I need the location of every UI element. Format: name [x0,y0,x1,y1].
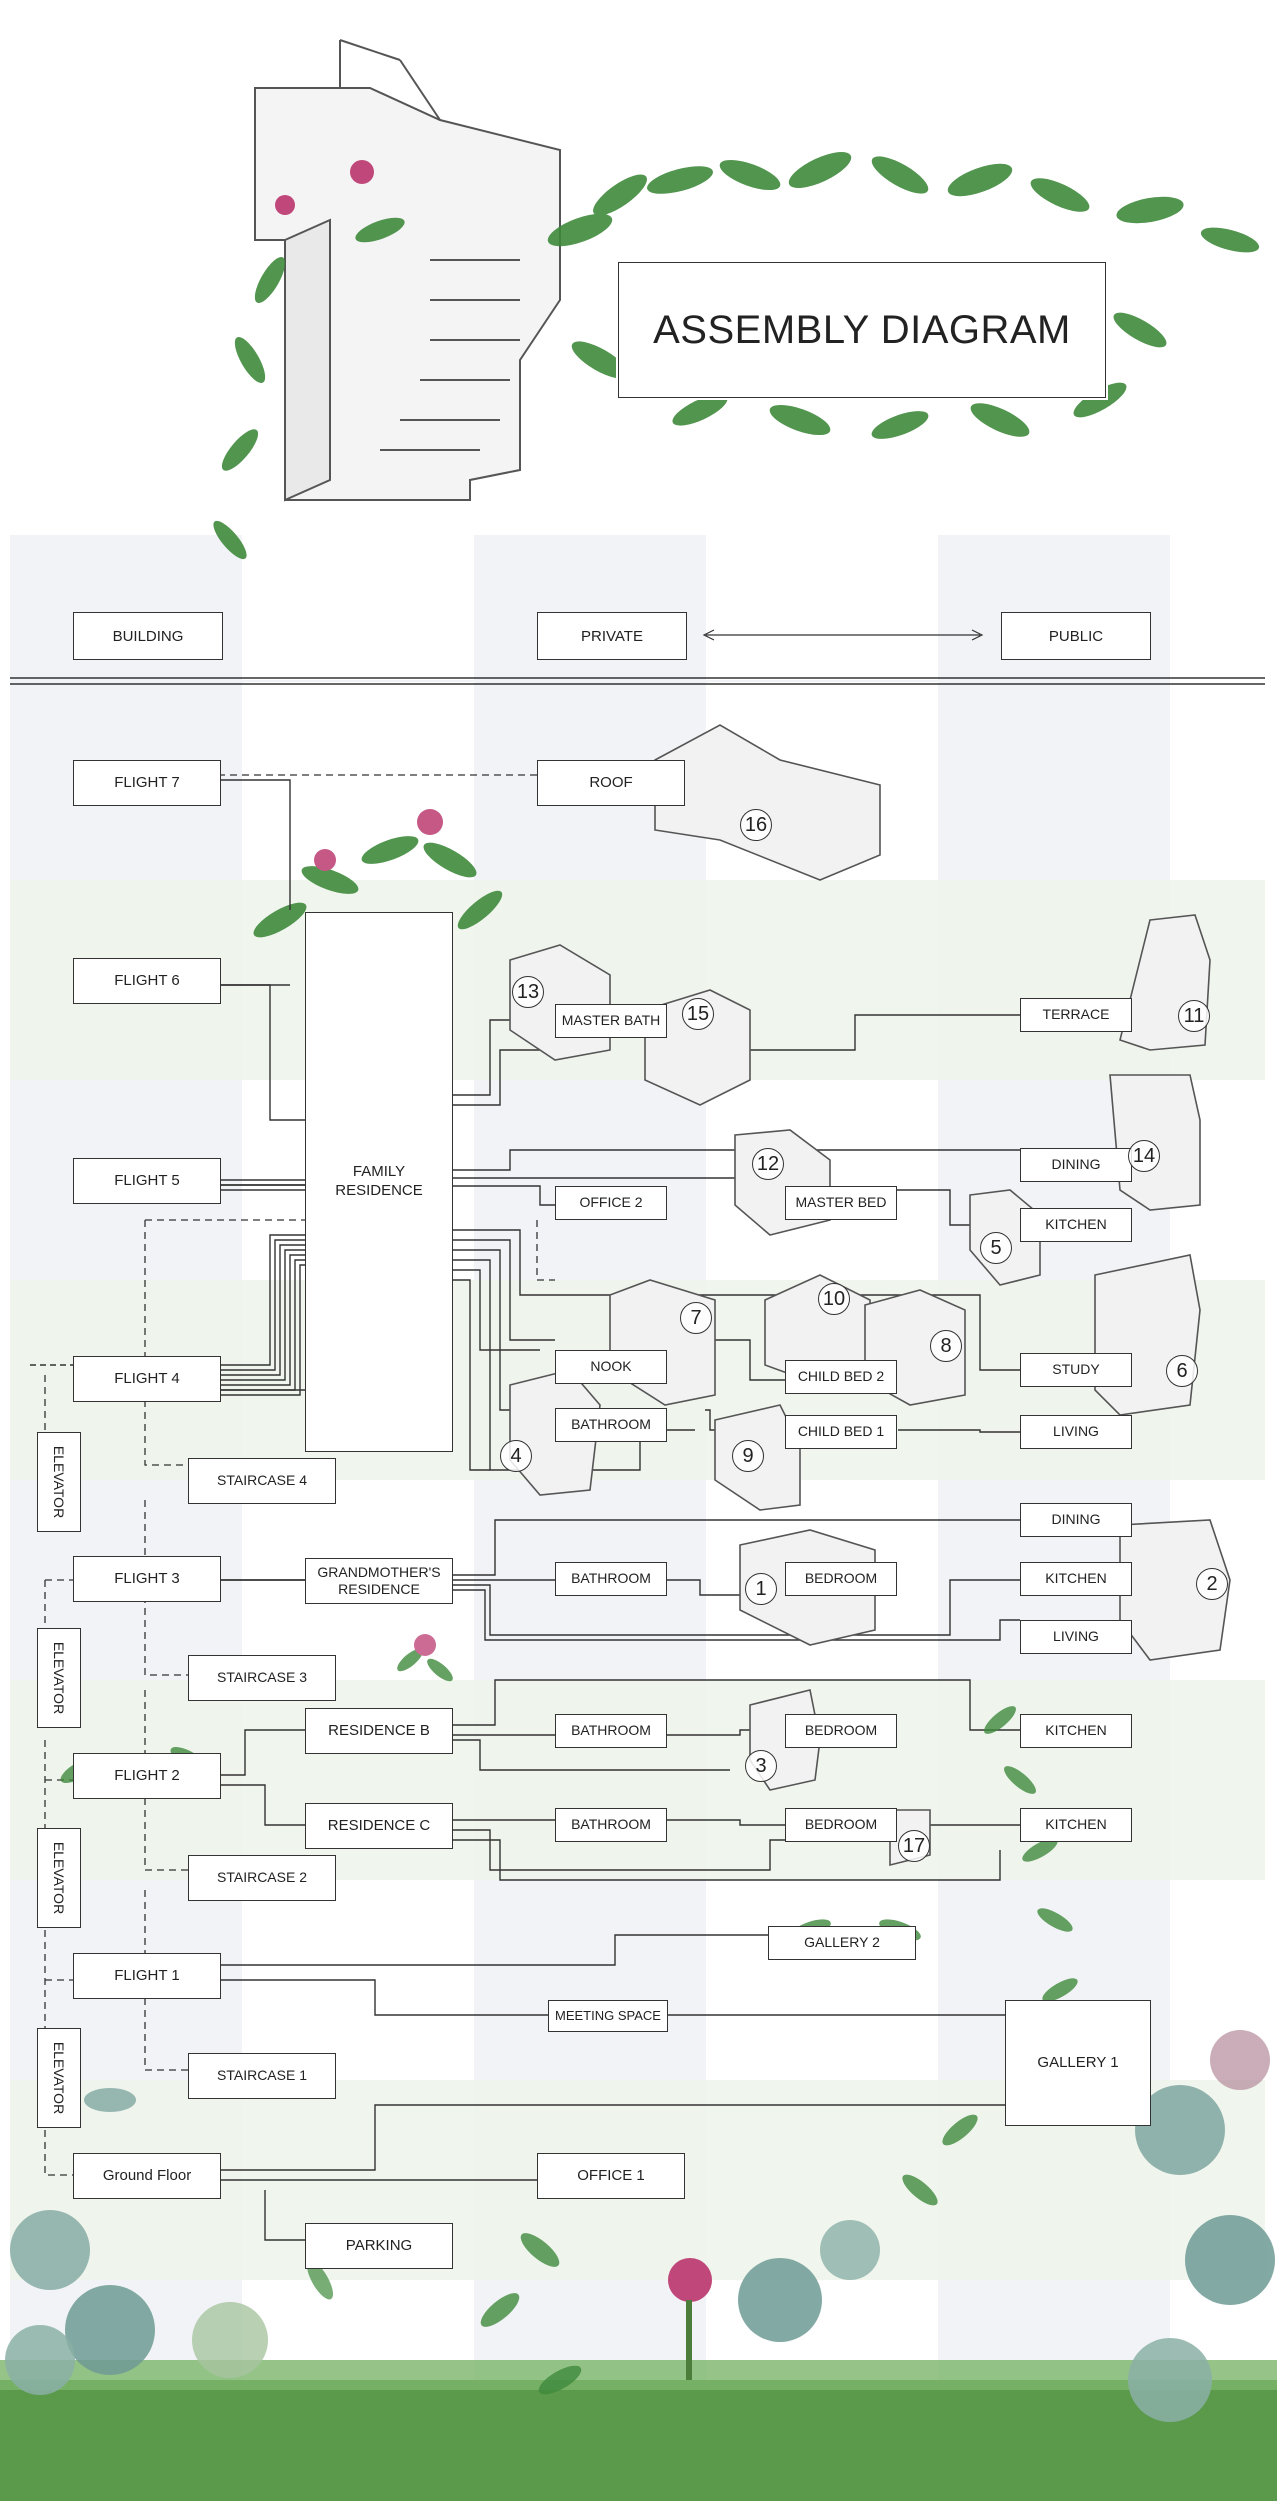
number-marker-5: 5 [980,1232,1012,1264]
node-kitchen-grandmother: KITCHEN [1020,1562,1132,1596]
node-bathroom-b: BATHROOM [555,1714,667,1748]
node-living-grandmother: LIVING [1020,1620,1132,1654]
node-flight-4: FLIGHT 4 [73,1356,221,1402]
diagram-title: ASSEMBLY DIAGRAM [618,262,1106,398]
node-child-bed-1: CHILD BED 1 [785,1415,897,1449]
node-staircase-2: STAIRCASE 2 [188,1855,336,1901]
number-marker-9: 9 [732,1440,764,1472]
node-gallery-2: GALLERY 2 [768,1926,916,1960]
node-bedroom-b: BEDROOM [785,1714,897,1748]
node-terrace: TERRACE [1020,998,1132,1032]
stair-illustration [254,39,561,502]
header-building: BUILDING [73,612,223,660]
dashed-lines [44,774,555,2176]
node-bathroom-family: BATHROOM [555,1408,667,1442]
node-flight-5: FLIGHT 5 [73,1158,221,1204]
node-kitchen-family: KITCHEN [1020,1208,1132,1242]
number-marker-10: 10 [818,1283,850,1315]
number-marker-2: 2 [1196,1568,1228,1600]
node-flight-1: FLIGHT 1 [73,1953,221,1999]
residence-foliage [253,809,503,938]
number-marker-15: 15 [682,998,714,1030]
node-roof: ROOF [537,760,685,806]
node-master-bath: MASTER BATH [555,1004,667,1038]
node-flight-6: FLIGHT 6 [73,958,221,1004]
private-public-arrow [702,629,984,641]
node-family-residence: FAMILY RESIDENCE [305,912,453,1452]
node-kitchen-c: KITCHEN [1020,1808,1132,1842]
node-office-1: OFFICE 1 [537,2153,685,2199]
node-parking: PARKING [305,2223,453,2269]
node-flight-3: FLIGHT 3 [73,1556,221,1602]
number-marker-13: 13 [512,976,544,1008]
header-rule [10,677,1265,685]
node-residence-b: RESIDENCE B [305,1708,453,1754]
number-marker-7: 7 [680,1302,712,1334]
ground-plants [0,2030,1277,2501]
node-ground-floor: Ground Floor [73,2153,221,2199]
header-public: PUBLIC [1001,612,1151,660]
node-grandmothers-residence: GRANDMOTHER'S RESIDENCE [305,1558,453,1604]
node-flight-2: FLIGHT 2 [73,1753,221,1799]
node-dining-family: DINING [1020,1148,1132,1182]
node-meeting-space: MEETING SPACE [548,2000,668,2032]
node-staircase-3: STAIRCASE 3 [188,1655,336,1701]
node-dining-grandmother: DINING [1020,1503,1132,1537]
node-living-family: LIVING [1020,1415,1132,1449]
node-elevator-4: ELEVATOR [37,1432,81,1532]
number-marker-11: 11 [1178,1000,1210,1032]
node-bathroom-grandmother: BATHROOM [555,1562,667,1596]
node-kitchen-b: KITCHEN [1020,1714,1132,1748]
number-marker-8: 8 [930,1330,962,1362]
number-marker-16: 16 [740,809,772,841]
node-elevator-3: ELEVATOR [37,1628,81,1728]
number-marker-4: 4 [500,1440,532,1472]
node-nook: NOOK [555,1350,667,1384]
flowers-top [275,160,374,215]
node-master-bed: MASTER BED [785,1186,897,1220]
number-marker-6: 6 [1166,1355,1198,1387]
node-staircase-1: STAIRCASE 1 [188,2053,336,2099]
node-gallery-1: GALLERY 1 [1005,2000,1151,2126]
number-marker-17: 17 [898,1830,930,1862]
number-marker-1: 1 [745,1573,777,1605]
number-marker-14: 14 [1128,1140,1160,1172]
node-residence-c: RESIDENCE C [305,1803,453,1849]
node-staircase-4: STAIRCASE 4 [188,1458,336,1504]
header-private: PRIVATE [537,612,687,660]
node-bathroom-c: BATHROOM [555,1808,667,1842]
number-marker-3: 3 [745,1750,777,1782]
title-foliage [213,151,1260,560]
node-elevator-2: ELEVATOR [37,1828,81,1928]
node-study: STUDY [1020,1353,1132,1387]
node-elevator-1: ELEVATOR [37,2028,81,2128]
number-marker-12: 12 [752,1148,784,1180]
node-bedroom-c: BEDROOM [785,1808,897,1842]
node-office-2: OFFICE 2 [555,1186,667,1220]
node-flight-7: FLIGHT 7 [73,760,221,806]
node-bedroom-grandmother: BEDROOM [785,1562,897,1596]
node-child-bed-2: CHILD BED 2 [785,1360,897,1394]
